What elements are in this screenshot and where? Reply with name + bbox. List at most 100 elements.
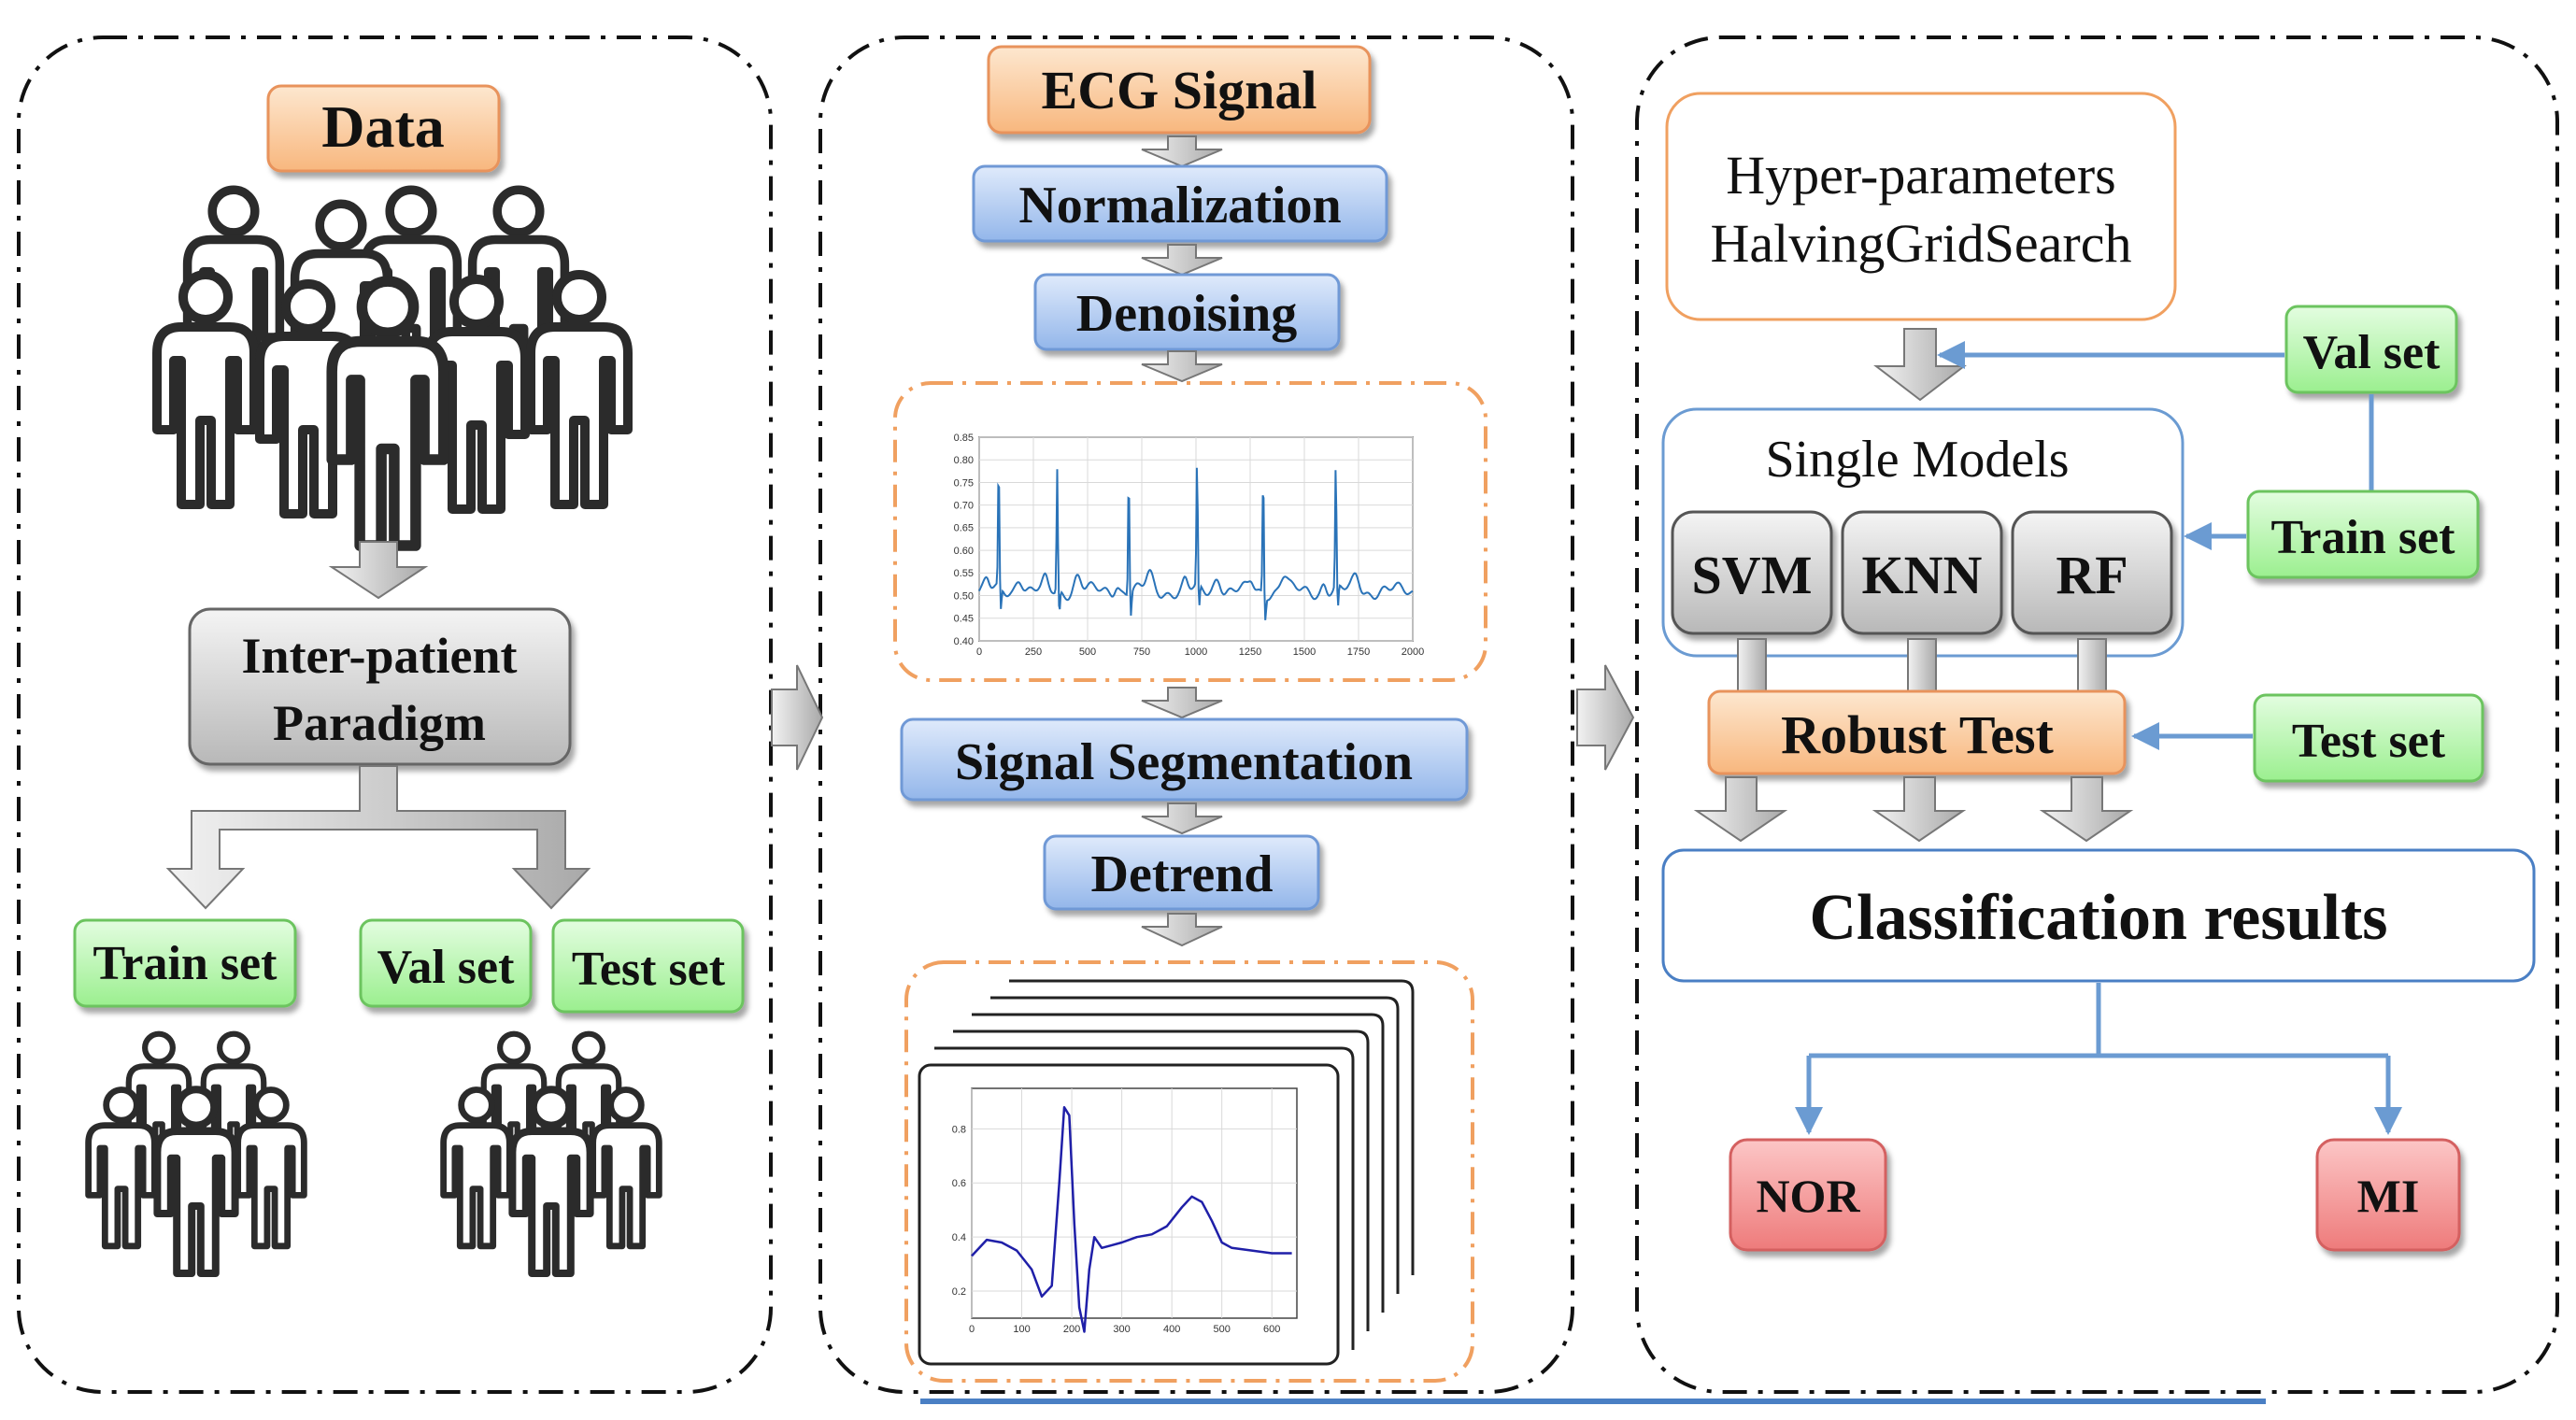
ecg-x-tick-label: 500 (1079, 646, 1096, 658)
heartbeat-line (971, 1106, 1292, 1333)
mi-label: MI (2357, 1170, 2420, 1222)
arrow-down-icon (2039, 776, 2134, 843)
beat-y-tick-label: 0.6 (952, 1178, 966, 1189)
paradigm-line2: Paradigm (273, 695, 486, 751)
train-set-label: Train set (93, 937, 278, 990)
paradigm-line1: Inter-patient (242, 628, 518, 684)
normalization-label: Normalization (1018, 177, 1341, 234)
paradigm-box: Inter-patient Paradigm (188, 607, 572, 766)
ecg-y-tick-label: 0.60 (954, 546, 974, 557)
rf-connector (2077, 638, 2107, 692)
arrow-down-icon (1141, 244, 1223, 277)
knn-model-box: KNN (1841, 510, 2003, 635)
single-models-label: Single Models (1765, 431, 2069, 489)
ecg-signal-label: ECG Signal (1042, 60, 1317, 121)
ecg-x-tick-label: 1750 (1347, 646, 1370, 658)
segments-frame (904, 960, 1474, 1383)
classification-results-box: Classification results (1661, 848, 2536, 983)
ecg-y-tick-label: 0.55 (954, 568, 974, 579)
arrow-down-icon (1141, 802, 1223, 835)
ecg-x-tick-label: 1500 (1293, 646, 1316, 658)
denoising-label: Denoising (1076, 285, 1298, 343)
ecg-x-tick-label: 1250 (1239, 646, 1261, 658)
arrow-down-icon (1873, 328, 1967, 402)
ecg-y-tick-label: 0.65 (954, 523, 974, 534)
signal-plot-frame (893, 381, 1487, 682)
knn-label: KNN (1862, 545, 1983, 605)
ecg-y-tick-label: 0.75 (954, 477, 974, 489)
train-set-box-left: Train set (73, 918, 297, 1008)
ecg-x-tick-label: 0 (976, 646, 982, 658)
detrend-label: Detrend (1091, 845, 1274, 903)
ecg-y-tick-label: 0.40 (954, 636, 974, 647)
svm-connector (1737, 638, 1767, 692)
beat-x-tick-label: 0 (969, 1324, 975, 1335)
panel-model-frame (1635, 36, 2559, 1394)
test-set-box-right: Test set (2253, 693, 2484, 783)
test-set-label: Test set (2292, 715, 2446, 768)
full-ecg-chart: 0 250 500 750 1000 1250 1500 1750 2000 0.40 0.45 0.… (954, 433, 1425, 658)
beat-y-tick-label: 0.2 (952, 1286, 966, 1298)
mi-box: MI (2315, 1138, 2461, 1252)
train-patients-icon (89, 1034, 305, 1273)
data-label: Data (321, 93, 445, 160)
svm-model-box: SVM (1671, 510, 1833, 635)
split-arrow-icon (165, 765, 591, 910)
val-set-box-right: Val set (2284, 305, 2458, 394)
classification-results-label: Classification results (1810, 882, 2388, 954)
panel-arrow-2-icon (1576, 664, 1635, 771)
beat-y-tick-label: 0.4 (952, 1232, 966, 1243)
val-set-label: Val set (2303, 326, 2441, 379)
denoising-box: Denoising (1033, 273, 1341, 351)
normalization-box: Normalization (972, 164, 1388, 243)
arrow-down-icon (328, 541, 429, 600)
beat-x-tick-label: 500 (1214, 1324, 1231, 1335)
hyperparameter-line1: Hyper-parameters (1726, 145, 2116, 206)
beat-x-tick-label: 400 (1163, 1324, 1180, 1335)
arrow-down-icon (1141, 350, 1223, 383)
detrend-box: Detrend (1043, 834, 1320, 911)
knn-connector (1907, 638, 1937, 692)
train-set-box-right: Train set (2246, 490, 2480, 579)
ecg-y-tick-label: 0.45 (954, 614, 974, 625)
rf-label: RF (2056, 545, 2128, 605)
ecg-x-tick-label: 250 (1025, 646, 1042, 658)
arrow-down-icon (1141, 135, 1223, 168)
test-set-label: Test set (572, 943, 726, 996)
ecg-x-tick-label: 750 (1133, 646, 1150, 658)
beat-x-tick-label: 600 (1263, 1324, 1280, 1335)
svm-label: SVM (1692, 545, 1813, 605)
hyperparameter-box: Hyper-parameters HalvingGridSearch (1665, 92, 2177, 321)
segmentation-label: Signal Segmentation (955, 733, 1413, 791)
patient-crowd-icon (157, 190, 628, 546)
data-box: Data (266, 84, 501, 173)
segmentation-box: Signal Segmentation (900, 717, 1469, 802)
ecg-y-tick-label: 0.85 (954, 433, 974, 444)
robust-test-label: Robust Test (1781, 704, 2054, 765)
arrow-down-icon (1872, 776, 1967, 843)
ecg-x-tick-label: 1000 (1185, 646, 1207, 658)
beat-x-tick-label: 300 (1113, 1324, 1130, 1335)
ecg-signal-line (978, 467, 1414, 620)
nor-label: NOR (1756, 1170, 1860, 1222)
nor-box: NOR (1729, 1138, 1887, 1252)
test-set-box-left: Test set (551, 918, 745, 1014)
panel-arrow-1-icon (771, 664, 824, 771)
arrow-down-icon (1693, 776, 1788, 843)
val-test-patients-icon (444, 1034, 660, 1273)
beat-y-tick-label: 0.8 (952, 1124, 966, 1135)
ecg-y-tick-label: 0.80 (954, 455, 974, 466)
train-set-label: Train set (2271, 511, 2456, 564)
ecg-y-tick-label: 0.50 (954, 590, 974, 602)
arrow-down-icon (1141, 913, 1223, 947)
ecg-x-tick-label: 2000 (1402, 646, 1424, 658)
robust-test-box: Robust Test (1707, 689, 2127, 775)
ecg-y-tick-label: 0.70 (954, 501, 974, 512)
ecg-signal-box: ECG Signal (987, 45, 1372, 135)
heartbeat-segment-chart: 0 100 200 300 400 500 600 0.2 0.4 0.6 0.8 (952, 1087, 1298, 1335)
val-set-label: Val set (377, 941, 516, 994)
beat-x-tick-label: 100 (1013, 1324, 1030, 1335)
panel-data-frame (17, 36, 773, 1394)
beat-x-tick-label: 200 (1063, 1324, 1080, 1335)
